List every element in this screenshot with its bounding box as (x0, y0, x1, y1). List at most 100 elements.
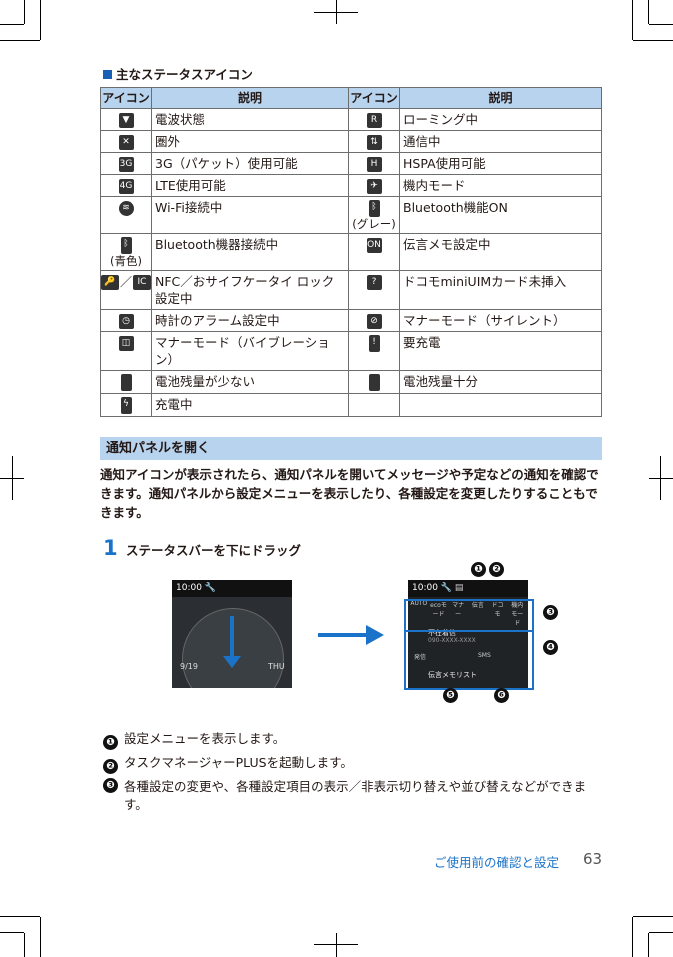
table-cell: マナーモード（バイブレーション） (151, 331, 349, 371)
table-row: ᛒ(青色) Bluetooth機器接続中 ON 伝言メモ設定中 (100, 233, 602, 271)
step-number: 1 (103, 536, 118, 560)
communicating-icon: ⇅ (366, 135, 382, 150)
table-row: ▼ 電波状態 R ローミング中 (100, 108, 602, 131)
wifi-icon: ≋ (118, 201, 134, 216)
table-cell: 要充電 (399, 331, 602, 371)
crop-mark (314, 12, 358, 13)
toggle-voicemail[interactable]: 伝言 (471, 602, 484, 609)
callout-4: ❹ (543, 640, 558, 655)
call-back-button[interactable]: 発信 (414, 654, 427, 661)
bluetooth-gray-icon: ᛒ (368, 200, 380, 217)
icon-color-note: (グレー) (352, 217, 396, 231)
status-icon-table: アイコン 説明 アイコン 説明 ▼ 電波状態 R ローミング中 ✕ 圏外 ⇅ 通… (100, 87, 602, 417)
note-text: 各種設定の変更や、各種設定項目の表示／非表示切り替えや並び替えなどができます。 (124, 779, 587, 812)
column-header-icon: アイコン (348, 87, 400, 109)
table-cell: 電波状態 (151, 108, 349, 131)
sms-button[interactable]: SMS (478, 652, 491, 659)
table-cell: 電池残量十分 (399, 370, 602, 394)
callout-5: ❺ (443, 688, 458, 703)
icon-separator: ／ (120, 275, 133, 289)
crop-mark (648, 933, 649, 957)
manner-silent-icon: ⊘ (366, 314, 382, 329)
callout-2: ❷ (489, 562, 504, 577)
crop-mark (40, 917, 41, 957)
table-cell: Bluetooth機能ON (399, 196, 602, 234)
status-bar-time: 10:00 (176, 583, 202, 593)
chapter-link[interactable]: ご使用前の確認と設定 (433, 855, 559, 870)
table-row: 3G 3G（パケット）使用可能 H HSPA使用可能 (100, 152, 602, 175)
clock-date: 9/19 (180, 662, 198, 671)
nfc-lock-icon: 🔑 (101, 275, 119, 290)
toggle-airplane[interactable]: 機内モード (511, 602, 524, 627)
crop-mark (40, 0, 41, 40)
task-manager-icon: ▤ (454, 583, 464, 593)
crop-mark (633, 40, 673, 41)
table-row: ◷ 時計のアラーム設定中 ⊘ マナーモード（サイレント） (100, 309, 602, 332)
crop-mark (314, 944, 358, 945)
manner-vibrate-icon: ◫ (118, 336, 134, 351)
toggle-manner[interactable]: マナー (452, 602, 465, 618)
airplane-icon: ✈ (366, 179, 382, 194)
crop-mark (0, 916, 40, 917)
voicemail-icon: ON (366, 238, 382, 253)
crop-mark (648, 0, 649, 24)
signal-icon: ▼ (118, 113, 134, 128)
table-row: ≋ Wi-Fi接続中 ᛒ(グレー) Bluetooth機能ON (100, 196, 602, 234)
status-bar: 10:00 🔧 (172, 580, 292, 597)
lte-icon: 4G (118, 179, 134, 194)
status-bar-time: 10:00 (412, 583, 438, 593)
crop-mark (0, 932, 24, 933)
table-row: 電池残量が少ない 電池残量十分 (100, 370, 602, 394)
no-uim-icon: ? (366, 275, 382, 290)
table-row: 🔑／IC NFC／おサイフケータイ ロック設定中 ? ドコモminiUIMカード… (100, 270, 602, 310)
toggle-docomo[interactable]: ドコモ (491, 602, 504, 618)
callout-6: ❻ (494, 688, 509, 703)
crop-mark (0, 24, 24, 25)
voicemail-list-item[interactable]: 伝言メモリスト (428, 671, 477, 679)
table-cell: 機内モード (399, 174, 602, 197)
clock-day: THU (268, 662, 285, 671)
step-text: ステータスバーを下にドラッグ (126, 543, 302, 558)
lead-paragraph: 通知アイコンが表示されたら、通知パネルを開いてメッセージや予定などの通知を確認で… (100, 467, 599, 520)
table-cell: ドコモminiUIMカード未挿入 (399, 270, 602, 310)
crop-mark (649, 932, 673, 933)
column-header-desc: 説明 (399, 87, 602, 109)
icon-color-note: (青色) (110, 254, 142, 268)
table-cell: 伝言メモ設定中 (399, 233, 602, 271)
note-number: ❷ (103, 759, 118, 774)
table-cell: Bluetooth機器接続中 (151, 233, 349, 271)
table-cell: 時計のアラーム設定中 (151, 309, 349, 332)
crop-mark (649, 24, 673, 25)
table-cell: マナーモード（サイレント） (399, 309, 602, 332)
table-cell: NFC／おサイフケータイ ロック設定中 (151, 270, 349, 310)
status-bar: 10:00 🔧 ▤ (408, 580, 528, 597)
table-row: ◫ マナーモード（バイブレーション） ! 要充電 (100, 331, 602, 371)
toggle-eco-mode[interactable]: ecoモード (430, 602, 447, 618)
drag-down-arrow-icon (223, 656, 241, 668)
table-cell: 通信中 (399, 130, 602, 153)
table-row: ϟ 充電中 (100, 393, 602, 417)
toggle-eco[interactable]: AUTO (410, 600, 428, 607)
column-header-desc: 説明 (151, 87, 349, 109)
missed-call-title[interactable]: 不在着信 (428, 629, 456, 637)
crop-mark (660, 456, 661, 500)
column-header-icon: アイコン (100, 87, 152, 109)
3g-packet-icon: 3G (118, 157, 134, 172)
transition-arrow-shaft (318, 633, 368, 637)
notifications-highlight (404, 630, 534, 690)
drag-arrow-shaft (230, 616, 234, 658)
table-row: ✕ 圏外 ⇅ 通信中 (100, 130, 602, 153)
home-screen-screenshot: 10:00 🔧 9/19 THU (172, 580, 292, 688)
table-cell: 電池残量が少ない (151, 370, 349, 394)
hspa-icon: H (366, 157, 382, 172)
crop-mark (336, 933, 337, 957)
wrench-icon: 🔧 (440, 583, 453, 593)
section-heading: 主なステータスアイコン (103, 64, 253, 83)
section-heading-text: 主なステータスアイコン (116, 67, 253, 82)
table-cell: HSPA使用可能 (399, 152, 602, 175)
bluetooth-blue-icon: ᛒ (120, 237, 132, 254)
quick-settings-row[interactable]: AUTO ecoモード マナー 伝言 ドコモ 機内モード (410, 600, 526, 627)
table-cell: 充電中 (151, 393, 349, 417)
page-number: 63 (583, 850, 603, 868)
